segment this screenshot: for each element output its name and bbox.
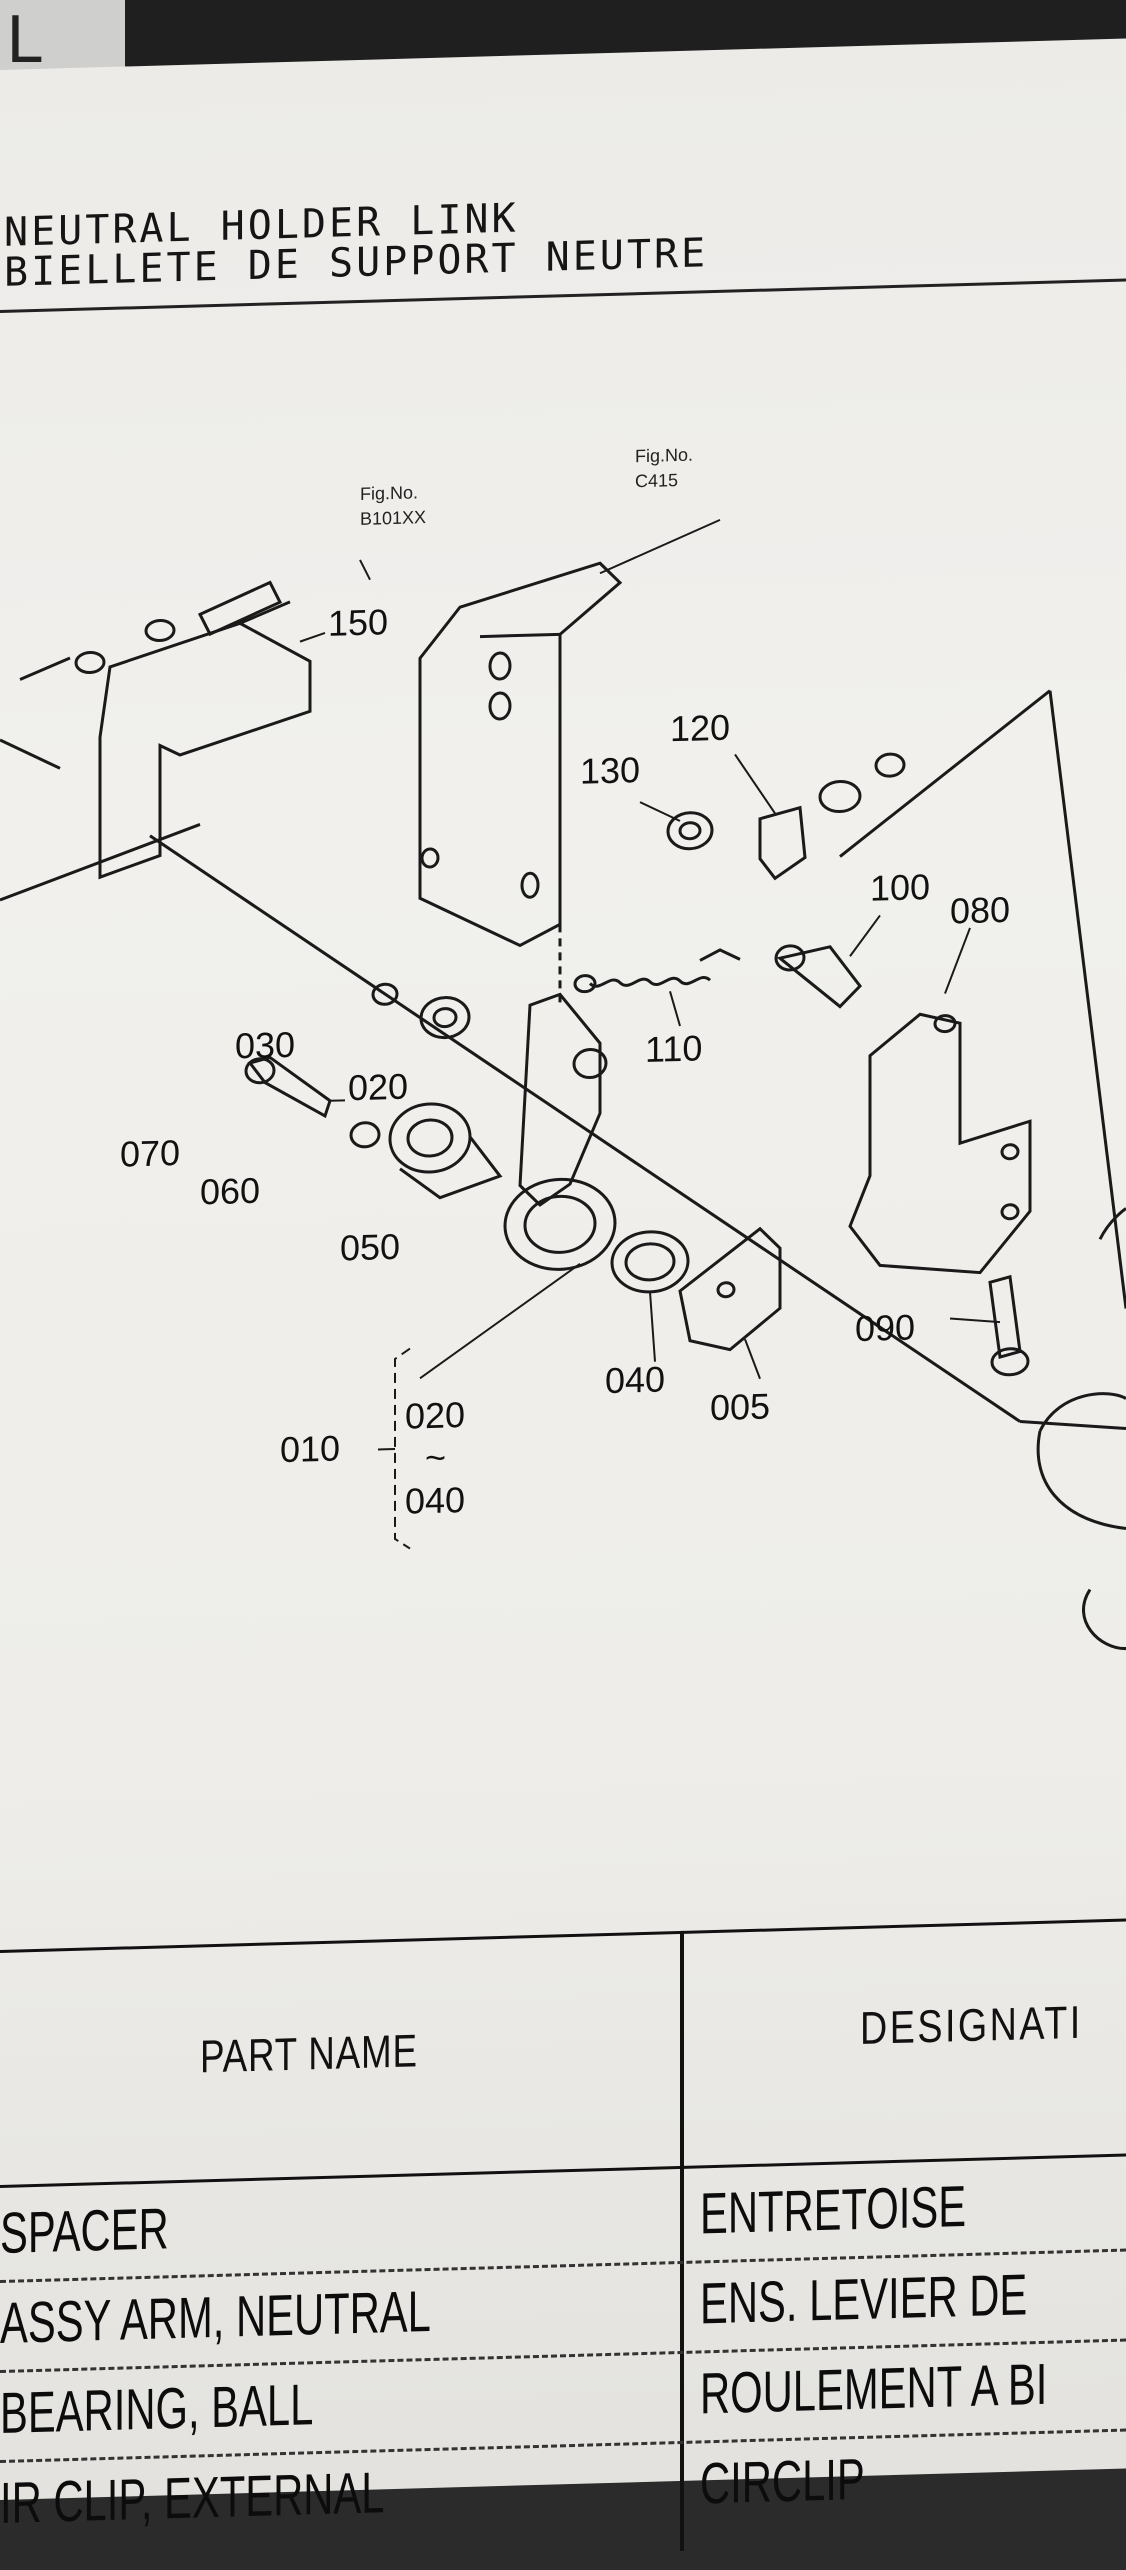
leader-b101 [360,560,370,580]
bracket-hole [490,653,510,680]
nut [76,652,104,673]
callout-150: 150 [328,601,388,644]
plate-005-hole [718,1282,734,1296]
bushing-040 [612,1231,688,1293]
part-name-cell: ASSY ARM, NEUTRAL [0,2278,431,2357]
part-name-cell: IR CLIP, EXTERNAL [0,2459,384,2537]
callout-090: 090 [855,1306,915,1349]
bolt-090-head [992,1348,1028,1375]
callout-130: 130 [580,749,640,792]
washer-120 [876,754,904,777]
parts-table: PART NAME DESIGNATI SPACER ENTRETOISE AS… [0,1919,1126,2570]
bracket-hole [422,849,438,867]
roller-130-bore [680,822,700,839]
leader-080 [945,928,970,994]
spring-110 [590,977,710,986]
fig-ref-label-2: Fig.No. [635,445,693,467]
designation-cell: ENTRETOISE [700,2173,966,2247]
plate-005 [680,1228,780,1351]
leader-005 [745,1339,760,1379]
diagram-svg: Fig.No. B101XX Fig.No. C415 150 130 120 … [0,289,1126,1920]
designation-cell: ENS. LEVIER DE [700,2261,1027,2337]
part-name-cell: SPACER [0,2195,169,2267]
callout-080: 080 [950,889,1010,932]
leader-130 [640,801,680,822]
callout-020: 020 [348,1066,408,1109]
bracket-080-hole [1002,1205,1018,1219]
threaded-rod [200,582,280,634]
pin-100 [780,946,860,1008]
washer [146,620,174,641]
leader-040 [650,1292,655,1362]
document-page: NEUTRAL HOLDER LINK BIELLETE DE SUPPORT … [0,39,1126,2500]
leader-110 [670,991,680,1026]
bracket-080-hole [935,1015,955,1032]
fig-ref-label-1: Fig.No. [360,482,418,504]
spacer-050 [390,1103,470,1173]
callout-120: 120 [670,707,730,750]
leader-150 [300,633,325,642]
callout-040: 040 [605,1358,665,1401]
designation-cell: ROULEMENT A BI [700,2351,1047,2428]
tab-letter: L [6,4,42,78]
bracket-hole [522,873,538,897]
bracket-150-edge [240,602,290,623]
fig-ref-code-1: B101XX [360,507,426,529]
spring-hook-end [700,949,740,960]
bracket-hole [490,693,510,720]
bracket-c415-edge [480,634,560,636]
leader-090 [950,1317,1000,1323]
arm-hub-ring-bore [525,1195,595,1253]
frame-line [1020,1419,1126,1432]
partial-component [1083,1589,1126,1650]
neutral-arm [520,993,600,1205]
header-designation: DESIGNATI [860,1995,1083,2055]
washer-060 [351,1122,379,1147]
callout-100: 100 [870,866,930,909]
leader-100 [850,915,880,956]
threaded-rod-left [20,658,70,679]
nut-120 [820,781,860,812]
fig-ref-code-2: C415 [635,470,678,491]
header-part-name: PART NAME [200,2023,418,2083]
callout-050: 050 [340,1226,400,1269]
callout-070: 070 [120,1132,180,1175]
bracket-150 [100,621,310,877]
designation-cell: CIRCLIP [700,2446,865,2518]
part-name-cell: BEARING, BALL [0,2371,313,2447]
bracket-120 [760,808,805,879]
callout-030: 030 [235,1024,295,1067]
exploded-parts-diagram: Fig.No. B101XX Fig.No. C415 150 130 120 … [0,289,1126,1920]
callout-005: 005 [710,1385,770,1428]
bracket-080 [850,1011,1030,1276]
bearing-020-bore [434,1008,456,1027]
partial-component [1038,1429,1126,1531]
bolt-090 [990,1277,1020,1358]
bearing-020 [421,997,469,1038]
callout-010: 010 [280,1428,340,1471]
bushing-040-bore [626,1243,674,1280]
frame-line [840,691,1050,857]
callout-060: 060 [200,1170,260,1213]
table-top-border [0,1919,1126,1953]
leader-120 [735,753,775,814]
callout-group-to: 040 [405,1479,465,1522]
leader-c415 [600,520,720,573]
callout-110: 110 [645,1027,702,1070]
callout-group-from: 020 [405,1394,465,1437]
leader-010 [420,1264,580,1378]
spacer-050-bore [408,1119,452,1156]
rod-end [0,738,60,770]
bracket-080-hole [1002,1145,1018,1159]
callout-group-tilde: ~ [425,1437,446,1479]
